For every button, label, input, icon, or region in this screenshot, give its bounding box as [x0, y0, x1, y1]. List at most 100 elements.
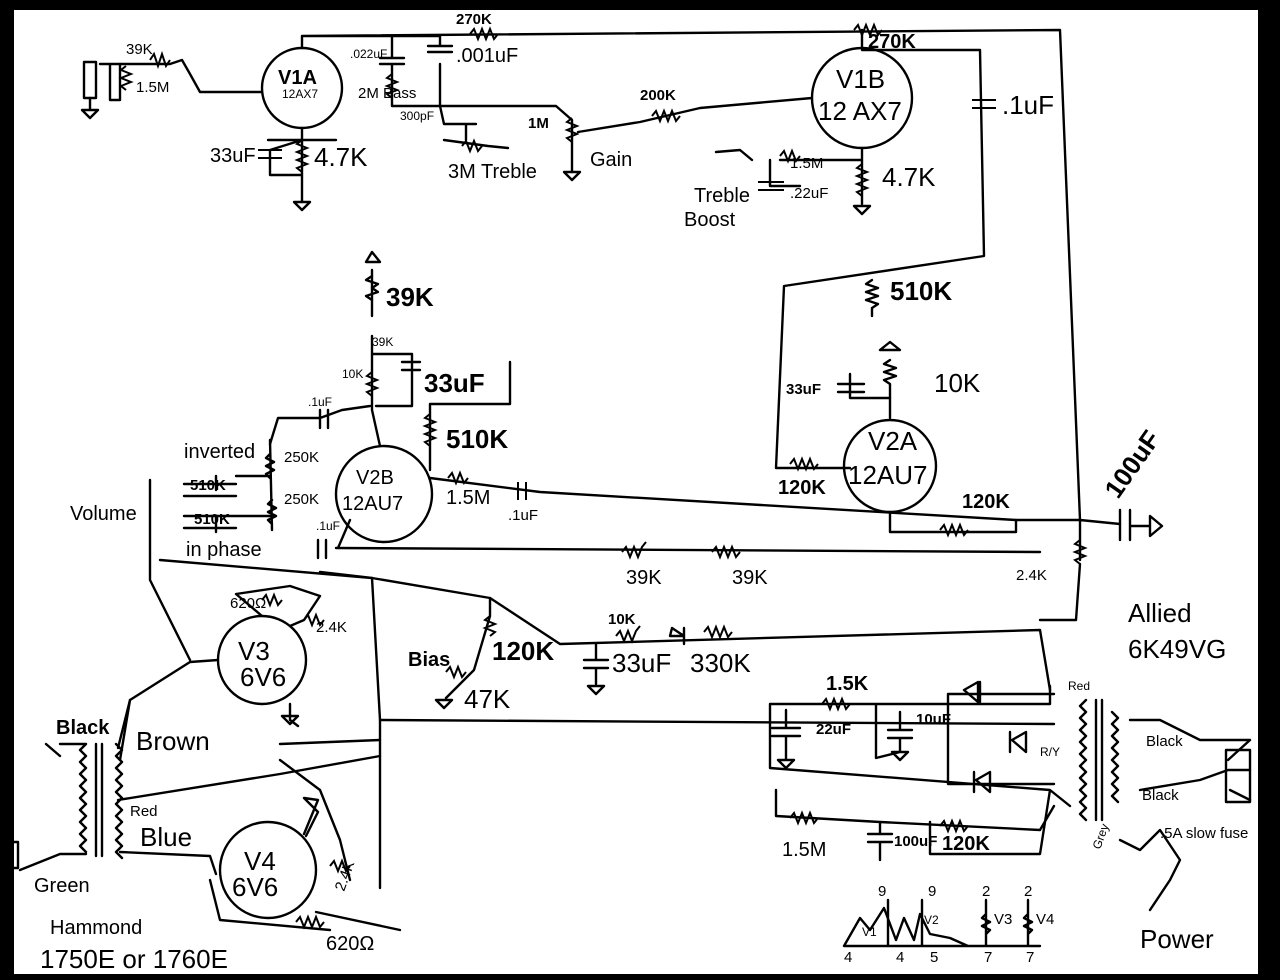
r10k-bias-label: 10K [608, 611, 636, 628]
r24k-v4 [329, 858, 351, 874]
r120k-ps-label: 120K [942, 833, 990, 855]
r120k-v2a [789, 456, 819, 472]
v1a-name: V1A [278, 67, 317, 89]
p47k [445, 664, 467, 680]
v2a-cathode-net [836, 372, 892, 400]
ry-label: R/Y [1040, 745, 1060, 759]
r510k-inv-label: 510K [190, 477, 226, 494]
v1a-type: 12AX7 [282, 87, 318, 101]
r330k [703, 624, 733, 640]
volume-label: Volume [70, 503, 137, 525]
r120k-bias-label: 120K [492, 636, 554, 666]
r270k-top-label: 270K [456, 11, 492, 28]
r620-v4 [295, 914, 325, 930]
r120k-out-label: 120K [962, 491, 1010, 513]
r10k-a-shape [878, 340, 902, 420]
r10k-bias [615, 625, 641, 644]
r15k-ps [821, 696, 851, 712]
v1a-cathode-res [294, 139, 310, 173]
treble-label: 3M Treble [448, 161, 537, 183]
r15m-ps-label: 1.5M [782, 839, 826, 861]
c1uf-c-label: .1uF [508, 507, 538, 524]
pin-v2-label: V2 [924, 913, 939, 927]
c33uf-v2b-label: 33uF [424, 368, 485, 398]
c001-label: .001uF [456, 45, 518, 67]
v4-tube [218, 820, 318, 920]
treble-pot [461, 138, 483, 154]
pin-9b: 9 [928, 883, 936, 900]
v1b-wiring [714, 28, 986, 470]
amplifier-schematic: 39K 1.5M V1A 12AX7 .022uF .001uF 270K 2M… [14, 11, 1252, 974]
treble-boost-2: Boost [684, 209, 736, 231]
v1b-name: V1B [836, 64, 885, 94]
v3-type: 6V6 [240, 662, 286, 692]
treble-boost-cap [758, 181, 784, 191]
treble-boost-res [779, 148, 801, 164]
v2b-grid-wire [428, 476, 1018, 522]
r15k-ps-label: 1.5K [826, 673, 869, 695]
v3-name: V3 [238, 636, 270, 666]
r15m-tb-label: 1.5M [790, 155, 823, 172]
input-wire [118, 58, 264, 94]
blue-label: Blue [140, 822, 192, 852]
pin-v3-label: V3 [994, 911, 1012, 928]
bias-filter [582, 626, 686, 696]
c33uf-v1a-label: 33uF [210, 145, 256, 167]
speaker-jack [14, 840, 20, 870]
v4-name: V4 [244, 846, 276, 876]
brown-label: Brown [136, 726, 210, 756]
r330k-label: 330K [690, 648, 751, 678]
v1a-ground [292, 200, 312, 212]
v2a-name: V2A [868, 426, 918, 456]
r120k-bias [482, 615, 498, 637]
v3-net [118, 576, 382, 890]
c022-label: .022uF [350, 47, 387, 61]
bias-label: Bias [408, 649, 450, 671]
black1-label: Black [1146, 733, 1183, 750]
r200k-label: 200K [640, 87, 676, 104]
r200k [651, 108, 681, 124]
treble-boost-1: Treble [694, 185, 750, 207]
pin-7a: 7 [984, 949, 992, 966]
r10k-v2b-label: 10K [342, 367, 363, 381]
r510k-v2b [422, 413, 438, 447]
r270k-top [469, 26, 499, 42]
v1a-cathode-cap [258, 149, 282, 159]
pin-4a: 4 [844, 949, 852, 966]
r620-v3-label: 620Ω [230, 595, 266, 612]
ot-connections [116, 698, 382, 882]
power-label: Power [1140, 924, 1214, 954]
inverted-label: inverted [184, 441, 255, 463]
grey-label: Grey [1090, 822, 1112, 851]
c33uf-bias-label: 33uF [612, 648, 671, 678]
gain-pot [564, 117, 580, 143]
c1uf-b-label: .1uF [316, 519, 340, 533]
pin-7b: 7 [1026, 949, 1034, 966]
v1b-cathode-res [854, 163, 870, 197]
r47k-v1b-label: 4.7K [882, 162, 936, 192]
gain-pot-label: 1M [528, 115, 549, 132]
output-transformer [18, 742, 124, 872]
r39k-bias-1 [621, 541, 647, 560]
p250k-b-label: 250K [284, 491, 319, 508]
power-plug [1224, 748, 1252, 804]
in-phase-label: in phase [186, 539, 262, 561]
r510k-inph-label: 510K [194, 511, 230, 528]
r1m5-input [118, 65, 134, 91]
v2a-type: 12AU7 [848, 460, 928, 490]
hammond-2: 1750E or 1760E [40, 944, 228, 974]
r39k-v2b-label: 39K [386, 282, 434, 312]
gain-to-v1b [576, 96, 814, 134]
c22uf-tb-label: .22uF [790, 185, 828, 202]
v2b-tube [334, 444, 434, 544]
r510k-a-label: 510K [890, 276, 952, 306]
c1uf-a-label: .1uF [308, 395, 332, 409]
r10k-a-label: 10K [934, 368, 981, 398]
power-transformer [1078, 698, 1252, 912]
p47k-label: 47K [464, 684, 511, 714]
v4-type: 6V6 [232, 872, 278, 902]
c100uf-out [1118, 508, 1164, 542]
r39k-b1-label: 39K [626, 567, 662, 589]
r47k-v1a-label: 4.7K [314, 142, 368, 172]
r39k-input [149, 50, 171, 70]
